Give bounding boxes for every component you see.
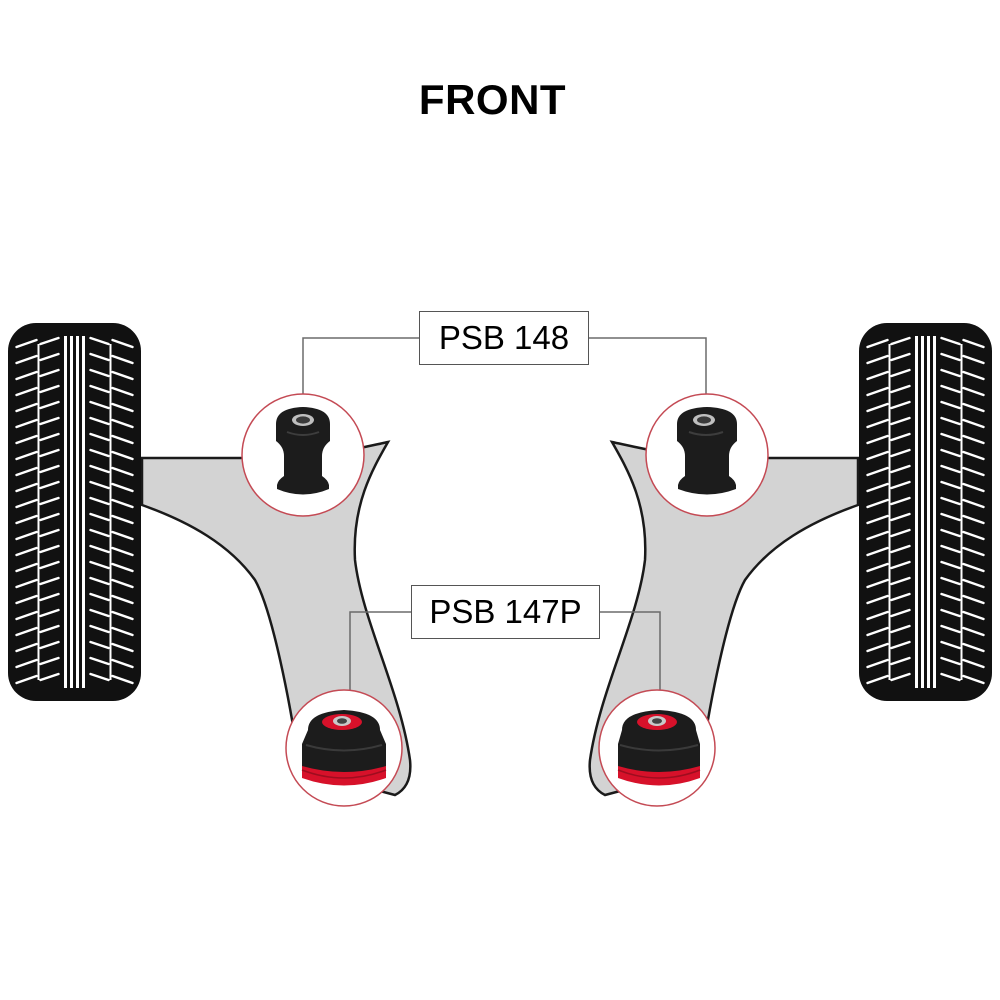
upper-left-bush-callout [241,393,365,517]
upper-leader-lines [302,337,707,395]
upper-right-bush-callout [645,393,769,517]
upper-bush-label: PSB 148 [419,311,589,365]
right-tyre-icon [859,323,992,701]
diagram-title: FRONT [418,76,567,123]
black-bush-icon [276,407,330,495]
lower-left-bush-callout [285,689,403,807]
lower-right-bush-callout [598,689,716,807]
lower-leader-lines [349,611,661,698]
red-flanged-bush-icon [301,710,387,786]
left-tyre-icon [8,323,141,701]
lower-bush-label: PSB 147P [411,585,600,639]
black-bush-icon [677,407,737,495]
red-flanged-bush-icon [617,710,701,786]
